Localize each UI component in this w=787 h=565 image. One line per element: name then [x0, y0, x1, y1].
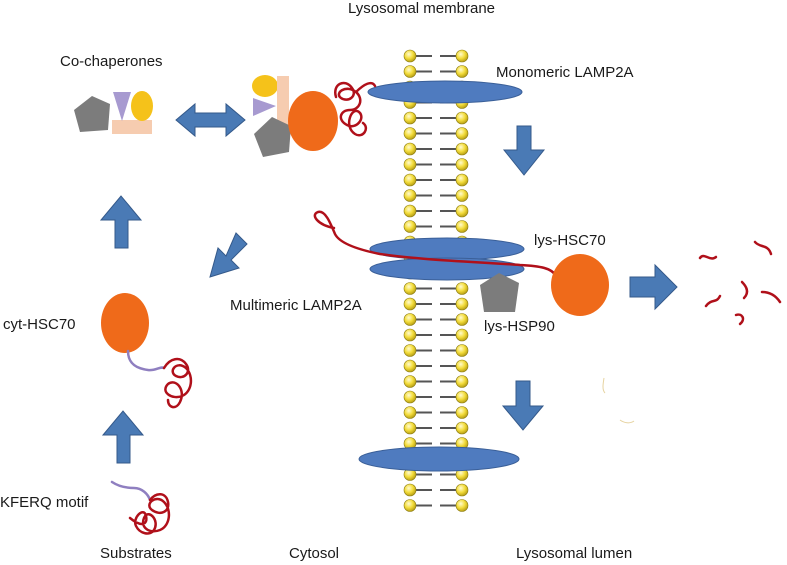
lipid-head	[403, 282, 417, 295]
co-chaperone-triangle-icon	[113, 92, 131, 121]
lipid-head	[403, 189, 417, 202]
lipid-head	[455, 111, 469, 125]
co-chaperones-complex	[74, 91, 153, 134]
lipid-head	[403, 204, 417, 218]
chaperone-complex-at-membrane	[252, 75, 377, 157]
monomeric-lamp2a-label: Monomeric LAMP2A	[496, 64, 634, 81]
cytosol-label: Cytosol	[289, 545, 340, 562]
lipid-head	[455, 127, 469, 140]
lipid-head	[455, 328, 469, 342]
substrate-chain	[128, 493, 171, 535]
co-chaperone-yellow-oval	[252, 75, 278, 97]
monomeric-lamp2a	[367, 80, 523, 104]
lipid-head	[455, 158, 469, 171]
lipid-head	[403, 49, 417, 63]
lys-hsc70-label: lys-HSC70	[534, 232, 606, 249]
kferq-motif-label: KFERQ motif	[0, 494, 89, 511]
lipid-head	[403, 390, 417, 404]
co-chaperone-peach-block	[112, 120, 152, 134]
lipid-head	[455, 344, 469, 357]
co-chaperones-label: Co-chaperones	[60, 53, 163, 70]
kferq-chain	[110, 480, 152, 502]
lipid-head	[403, 173, 417, 187]
lipid-head	[403, 127, 417, 140]
lipid-head	[403, 111, 417, 125]
lipid-head	[455, 421, 469, 435]
lipid-head	[455, 142, 469, 156]
substrate-chain	[162, 357, 193, 409]
lipid-head	[403, 375, 417, 388]
double-arrow-icon	[175, 102, 246, 138]
multimeric-lamp2a-label: Multimeric LAMP2A	[230, 297, 362, 314]
lipid-head	[403, 421, 417, 435]
lipid-head	[455, 204, 469, 218]
lipid-head	[455, 189, 469, 202]
lipid-head	[455, 297, 469, 311]
kferq-substrate	[110, 480, 171, 535]
lipid-head	[403, 328, 417, 342]
down-arrow-icon	[502, 125, 546, 176]
down-left-arrow-icon	[209, 232, 248, 278]
membrane-title: Lysosomal membrane	[348, 0, 496, 17]
lipid-head	[403, 65, 417, 78]
lysosomal-membrane-bilayer	[403, 49, 469, 512]
up-arrow-icon	[99, 195, 143, 249]
lipid-head	[455, 359, 469, 373]
lipid-head	[455, 282, 469, 295]
lipid-head	[403, 483, 417, 497]
lipid-head	[403, 344, 417, 357]
co-chaperone-triangle-icon	[253, 98, 276, 116]
cyt-hsc70-oval	[101, 293, 149, 353]
up-arrow-icon	[101, 410, 145, 464]
lipid-head	[403, 499, 417, 512]
lipid-head	[403, 142, 417, 156]
lipid-head	[403, 220, 417, 233]
lys-hsc70-oval	[551, 254, 609, 316]
cyt-hsc70-complex	[101, 293, 193, 409]
substrate-chain	[334, 81, 377, 137]
lipid-head	[455, 49, 469, 63]
down-arrow-icon	[501, 380, 545, 431]
hsp90-pentagon-icon	[74, 96, 110, 132]
lipid-head	[455, 173, 469, 187]
right-arrow-icon	[629, 263, 678, 311]
lipid-head	[455, 313, 469, 326]
lipid-head	[455, 406, 469, 419]
co-chaperone-peach-block	[277, 76, 289, 126]
kferq-chain	[126, 349, 166, 372]
lamp2a-bottom	[358, 446, 520, 472]
lipid-head	[455, 375, 469, 388]
lipid-head	[403, 158, 417, 171]
lipid-head	[403, 406, 417, 419]
substrates-label: Substrates	[100, 545, 172, 562]
co-chaperone-yellow-oval	[131, 91, 153, 121]
degraded-fragments	[698, 240, 782, 326]
lipid-head	[455, 483, 469, 497]
lys-hsp90-label: lys-HSP90	[484, 318, 555, 335]
multimeric-lamp2a	[369, 237, 525, 281]
lipid-head	[403, 313, 417, 326]
translocating-substrate-chain	[313, 210, 558, 278]
lipid-head	[403, 359, 417, 373]
hsp90-pentagon-icon	[254, 117, 291, 157]
hsc70-orange-oval	[288, 91, 338, 151]
lys-hsp90-pentagon-icon	[480, 273, 519, 312]
lipid-head	[455, 499, 469, 512]
lipid-head	[455, 390, 469, 404]
lipid-head	[403, 297, 417, 311]
lipid-head	[455, 65, 469, 78]
cyt-hsc70-label: cyt-HSC70	[3, 316, 76, 333]
lysosomal-lumen-label: Lysosomal lumen	[516, 545, 633, 562]
lipid-head	[455, 220, 469, 233]
